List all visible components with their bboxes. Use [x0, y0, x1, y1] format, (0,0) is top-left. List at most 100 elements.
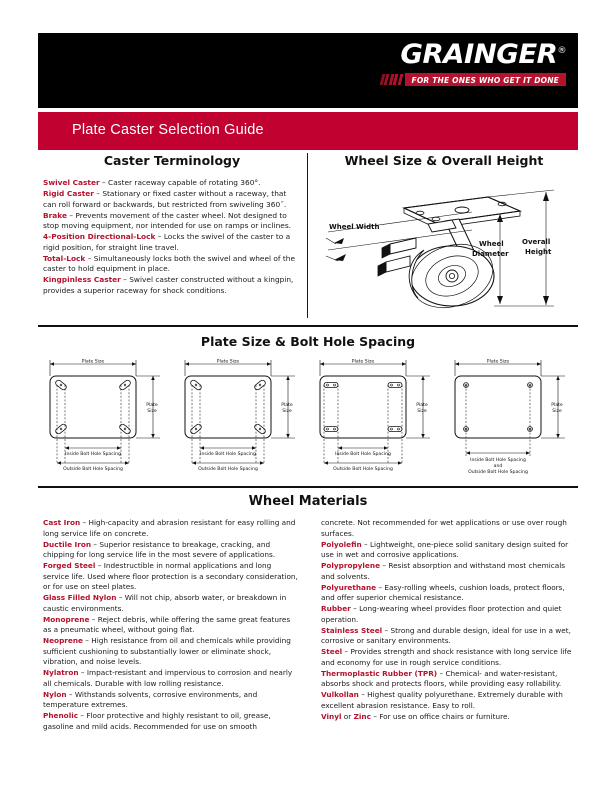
- material-left-term: Ductile Iron: [43, 539, 92, 549]
- terminology-dash: –: [120, 275, 130, 285]
- material-right-dash: –: [380, 561, 389, 570]
- material-right-term: Vulkollan: [321, 690, 359, 699]
- material-right-item: Thermoplastic Rubber (TPR) – Chemical- a…: [321, 669, 577, 690]
- material-right-definition: Provides strength and shock resistance w…: [321, 647, 572, 667]
- terminology-dash: –: [155, 232, 164, 242]
- terminology-dash: –: [93, 189, 103, 199]
- label-plate-size-side-2: Size: [417, 408, 427, 414]
- terminology-term: Kingpinless Caster: [43, 275, 121, 285]
- bolt-hole: [190, 423, 202, 435]
- material-right-dash: –: [376, 582, 385, 592]
- bolt-hole: [119, 379, 131, 391]
- terminology-definition: Prevents movement of the caster wheel. N…: [43, 210, 292, 231]
- material-left-item: Glass Filled Nylon – Will not chip, abso…: [43, 593, 299, 614]
- material-left-dash: –: [116, 593, 125, 602]
- material-right-dash: –: [370, 711, 380, 721]
- caster-terminology-list: Swivel Caster – Caster raceway capable o…: [43, 178, 301, 297]
- bolt-hole: [55, 379, 67, 391]
- terminology-term: Rigid Caster: [43, 189, 94, 199]
- logo-wordmark: GRAINGER®: [342, 41, 566, 68]
- material-right-definition: Highest quality polyurethane. Extremely …: [321, 690, 563, 710]
- terminology-definition: Locks the swivel of the caster to a rigi…: [43, 232, 291, 252]
- material-left-dash: –: [91, 539, 100, 549]
- section-title-caster-terminology: Caster Terminology: [103, 153, 241, 168]
- header-black-bar: GRAINGER® FOR THE ONES WHO GET IT DONE: [38, 33, 578, 108]
- logo-tagline-block: FOR THE ONES WHO GET IT DONE: [346, 73, 566, 86]
- material-left-term: Neoprene: [43, 636, 83, 645]
- material-left-term: Nylon: [43, 689, 67, 699]
- material-left-item: Ductile Iron – Superior resistance to br…: [43, 540, 299, 561]
- material-right-dash: –: [361, 539, 370, 549]
- material-left-item: Cast Iron – High-capacity and abrasion r…: [43, 518, 299, 539]
- bolt-hole: [119, 423, 131, 435]
- material-left-item: Phenolic – Floor protective and highly r…: [43, 711, 299, 732]
- bolt-hole: [55, 423, 67, 435]
- page-title: Plate Caster Selection Guide: [72, 122, 264, 138]
- bolt-hole: [463, 426, 469, 432]
- material-right-term: Polyurethane: [321, 582, 377, 592]
- material-left-item: Nylon – Withstands solvents, corrosive e…: [43, 690, 299, 711]
- material-right-definition: Long-wearing wheel provides floor protec…: [321, 604, 562, 624]
- terminology-dash: –: [99, 178, 109, 187]
- material-right-definition: Resist absorption and withstand most che…: [321, 561, 566, 581]
- label-combined-1: Inside Bolt Hole Spacing: [470, 457, 526, 463]
- bolt-hole: [190, 379, 202, 391]
- label-plate-size-top: Plate Size: [487, 359, 510, 365]
- material-right-definition: Easy-rolling wheels, cushion loads, prot…: [321, 582, 565, 603]
- material-left-definition: Floor protective and highly resistant to…: [43, 711, 271, 731]
- material-left-definition: High resistance from oil and chemicals w…: [43, 636, 291, 666]
- materials-column-right: concrete. Not recommended for wet applic…: [321, 518, 577, 733]
- material-left-definition: Will not chip, absorb water, or breakdow…: [43, 593, 287, 613]
- material-right-item: Rubber – Long-wearing wheel provides flo…: [321, 604, 577, 625]
- material-left-definition: Reject debris, while offering the same g…: [43, 614, 291, 635]
- material-left-term: Monoprene: [43, 614, 90, 624]
- terminology-definition: Caster raceway capable of rotating 360°.: [108, 178, 261, 187]
- terminology-term: Total-Lock: [43, 253, 86, 263]
- terminology-dash: –: [85, 253, 94, 263]
- label-plate-size-side-1: Plate: [146, 402, 158, 408]
- material-right-term: Stainless Steel: [321, 625, 383, 635]
- material-left-definition: Withstands solvents, corrosive environme…: [43, 689, 258, 710]
- section-title-wheel-materials: Wheel Materials: [248, 494, 368, 509]
- material-left-item: Monoprene – Reject debris, while offerin…: [43, 615, 299, 636]
- material-left-term: Cast Iron: [43, 518, 81, 527]
- material-left-definition: Superior resistance to breakage, crackin…: [43, 539, 276, 560]
- material-left-dash: –: [66, 689, 75, 699]
- terminology-definition: Stationary or fixed caster without a rac…: [43, 189, 287, 209]
- label-plate-size-side-2: Size: [147, 408, 157, 414]
- label-plate-size-side-2: Size: [282, 408, 292, 414]
- label-plate-size-top: Plate Size: [217, 359, 240, 365]
- material-right-dash: –: [358, 690, 368, 699]
- terminology-term: 4-Position Directional-Lock: [43, 232, 156, 242]
- bolt-hole: [463, 382, 469, 388]
- terminology-item: Swivel Caster – Caster raceway capable o…: [43, 178, 301, 189]
- material-left-definition: Impact-resistant and impervious to corro…: [43, 668, 293, 688]
- terminology-term: Swivel Caster: [43, 178, 100, 187]
- label-wheel-width: Wheel Width: [329, 223, 380, 231]
- material-left-term: Phenolic: [43, 711, 79, 720]
- material-right-item: Polyolefin – Lightweight, one-piece soli…: [321, 540, 577, 561]
- logo-tagline: FOR THE ONES WHO GET IT DONE: [404, 73, 566, 86]
- label-plate-size-side-1: Plate: [551, 402, 563, 408]
- material-right-item: Stainless Steel – Strong and durable des…: [321, 626, 577, 647]
- terminology-definition: Swivel caster constructed without a king…: [43, 275, 294, 295]
- label-plate-size-side-2: Size: [552, 408, 562, 414]
- material-right-term: Thermoplastic Rubber (TPR): [321, 668, 438, 678]
- material-right-term-alt: Zinc: [353, 711, 371, 721]
- label-wheel-diameter-line2: Diameter: [472, 250, 509, 258]
- terminology-item: Total-Lock – Simultaneously locks both t…: [43, 254, 301, 275]
- material-left-definition: High-capacity and abrasion resistant for…: [43, 518, 296, 538]
- material-left-dash: –: [78, 668, 87, 677]
- label-outside-spacing: Outside Bolt Hole Spacing: [63, 466, 123, 472]
- material-right-definition: Lightweight, one-piece solid sanitary de…: [321, 539, 569, 560]
- material-right-term: Steel: [321, 647, 343, 656]
- material-right-item: Polypropylene – Resist absorption and wi…: [321, 561, 577, 582]
- terminology-item: 4-Position Directional-Lock – Locks the …: [43, 232, 301, 253]
- material-left-dash: –: [80, 518, 89, 527]
- label-wheel-diameter-line1: Wheel: [479, 240, 504, 248]
- material-right-item: Steel – Provides strength and shock resi…: [321, 647, 577, 668]
- material-right-definition: For use on office chairs or furniture.: [379, 711, 510, 721]
- terminology-item: Brake – Prevents movement of the caster …: [43, 211, 301, 232]
